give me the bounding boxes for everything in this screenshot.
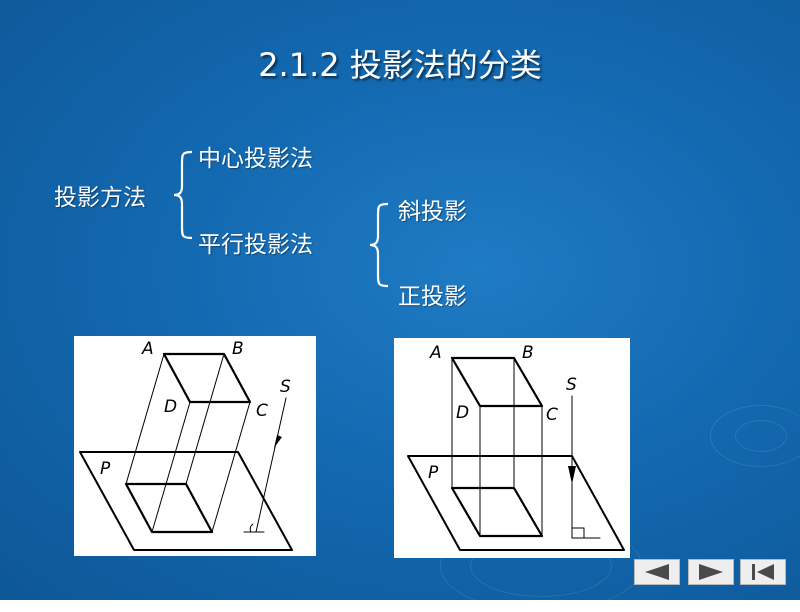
oblique-projection-label: 斜投影 — [398, 199, 467, 225]
point-d-label: D — [456, 403, 469, 423]
point-a-label: A — [429, 343, 442, 363]
left-brace-icon — [369, 202, 389, 288]
plane-p-label: P — [428, 463, 439, 483]
point-b-label: B — [232, 339, 244, 359]
point-b-label: B — [522, 343, 534, 363]
skip-end-icon — [752, 564, 774, 580]
object-square-top — [162, 352, 252, 404]
plane-p-label: P — [100, 459, 111, 479]
projection-plane-p — [79, 451, 293, 551]
left-brace-icon — [173, 150, 193, 240]
water-ripple-decoration — [710, 405, 800, 467]
projected-square — [450, 486, 544, 538]
point-c-label: C — [256, 401, 268, 421]
point-a-label: A — [141, 339, 154, 359]
oblique-projection-figure: A B C D S P — [74, 336, 316, 556]
direction-s-label: S — [566, 375, 577, 395]
next-slide-button[interactable] — [688, 559, 734, 585]
triangle-right-icon — [699, 564, 723, 580]
orthographic-projection-figure: A B C D S P — [394, 338, 630, 558]
central-projection-label: 中心投影法 — [198, 146, 313, 172]
projection-plane-p — [407, 455, 625, 551]
last-slide-button[interactable] — [740, 559, 786, 585]
slide-title: 2.1.2 投影法的分类 — [258, 46, 542, 84]
projected-square — [124, 482, 214, 534]
point-c-label: C — [546, 405, 558, 425]
point-d-label: D — [164, 397, 177, 417]
orthographic-projection-label: 正投影 — [398, 284, 467, 310]
tree-root-label: 投影方法 — [54, 185, 146, 211]
object-square-top — [450, 356, 544, 408]
triangle-left-icon — [645, 564, 669, 580]
parallel-projection-label: 平行投影法 — [198, 232, 313, 258]
direction-s-label: S — [280, 377, 291, 397]
water-ripple-decoration — [735, 420, 787, 452]
previous-slide-button[interactable] — [634, 559, 680, 585]
